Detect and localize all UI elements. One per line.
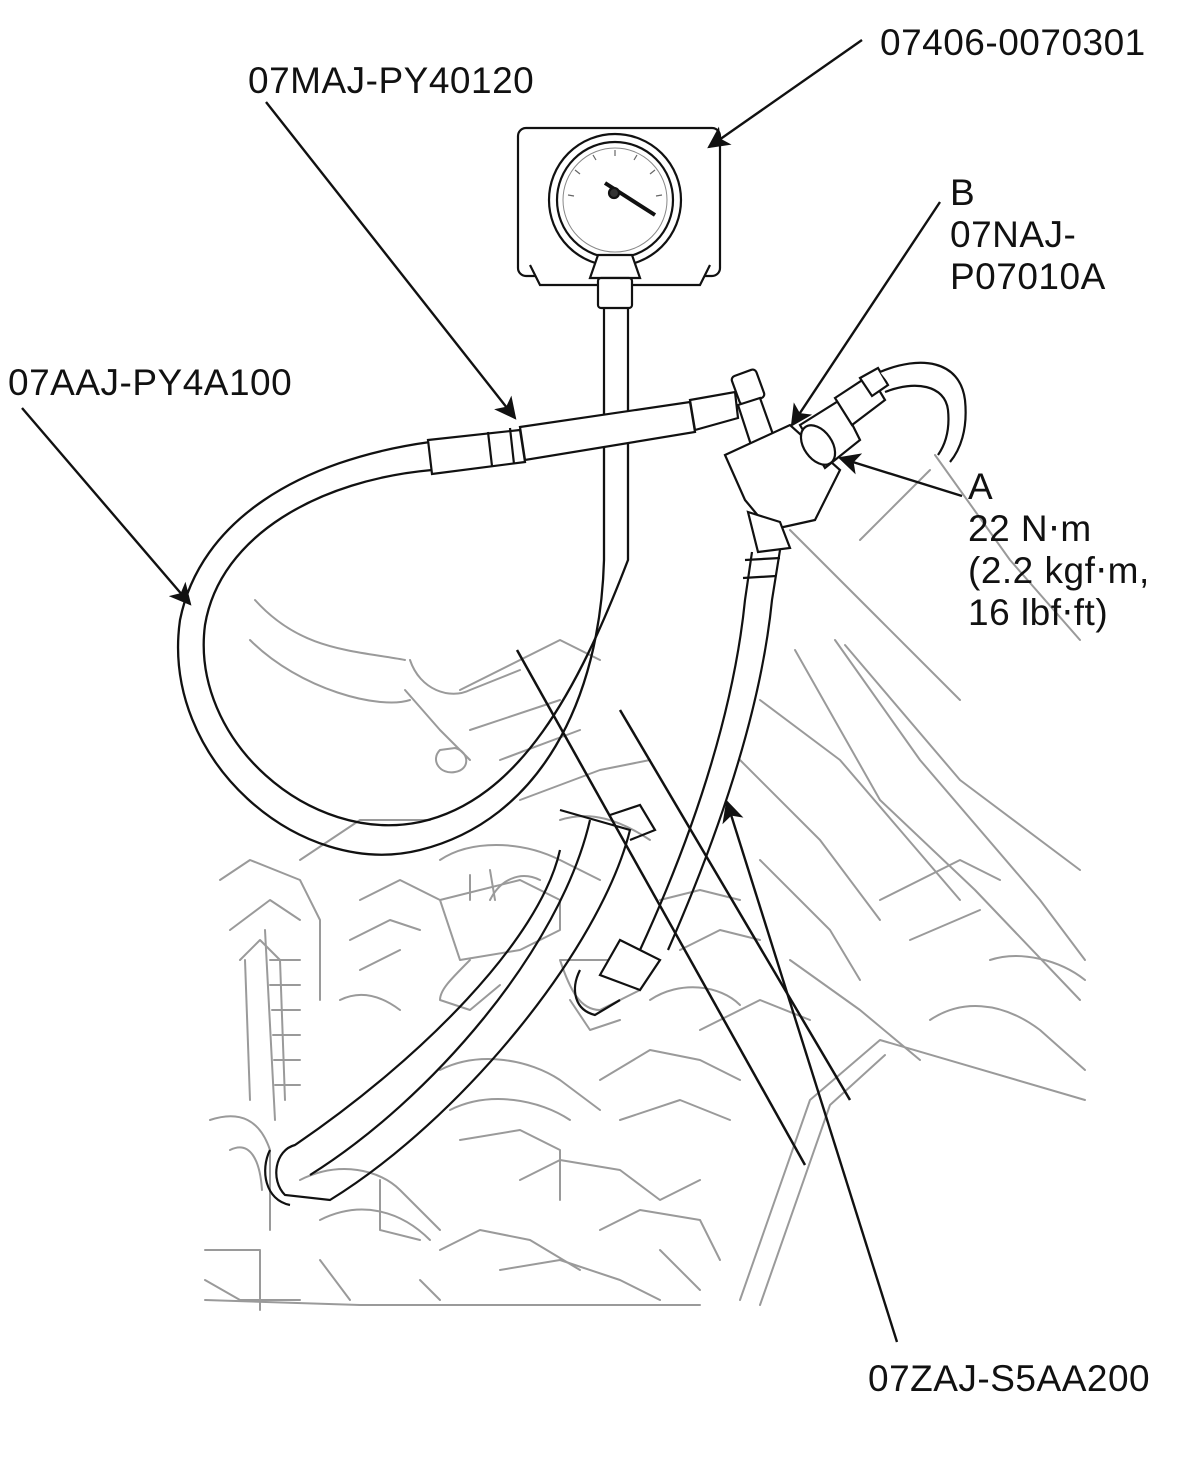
torque-nm: 22 N⋅m	[968, 508, 1092, 549]
leader-gauge	[707, 39, 863, 149]
leader-adapter	[790, 201, 941, 427]
upper-hose-part-label: 07MAJ-PY40120	[248, 60, 535, 101]
gauge-part-label: 07406-0070301	[880, 22, 1146, 63]
fuel-line-part-label: 07ZAJ-S5AA200	[868, 1358, 1151, 1399]
leader-bolt-a	[837, 453, 963, 498]
engine-compartment	[204, 454, 1086, 1311]
adapter-callout: B 07NAJ- P07010A	[950, 172, 1106, 298]
adapter-part-line2: P07010A	[950, 256, 1106, 297]
fuel-pressure-gauge	[516, 126, 722, 310]
torque-kgfm: (2.2 kgf⋅m,	[968, 550, 1150, 591]
fuel-line-hose	[573, 549, 782, 1017]
gauge-hose	[602, 308, 630, 390]
adapter-part-line1: 07NAJ-	[950, 214, 1077, 255]
loop-hose	[177, 390, 630, 856]
engine-rods	[515, 649, 852, 1166]
horizontal-hose	[426, 368, 766, 476]
leader-hose-left	[21, 407, 192, 606]
t-fitting-adapter	[723, 361, 967, 554]
return-hose	[264, 803, 657, 1207]
leader-hose-upper	[265, 101, 517, 420]
loop-hose-part-label: 07AAJ-PY4A100	[8, 362, 293, 403]
leader-fuel-line	[722, 799, 899, 1343]
torque-callout: A 22 N⋅m (2.2 kgf⋅m, 16 lbf⋅ft)	[968, 466, 1150, 634]
bolt-letter: A	[968, 466, 994, 507]
torque-lbfft: 16 lbf⋅ft)	[968, 592, 1109, 633]
adapter-letter: B	[950, 172, 976, 213]
leader-lines	[21, 39, 963, 1343]
